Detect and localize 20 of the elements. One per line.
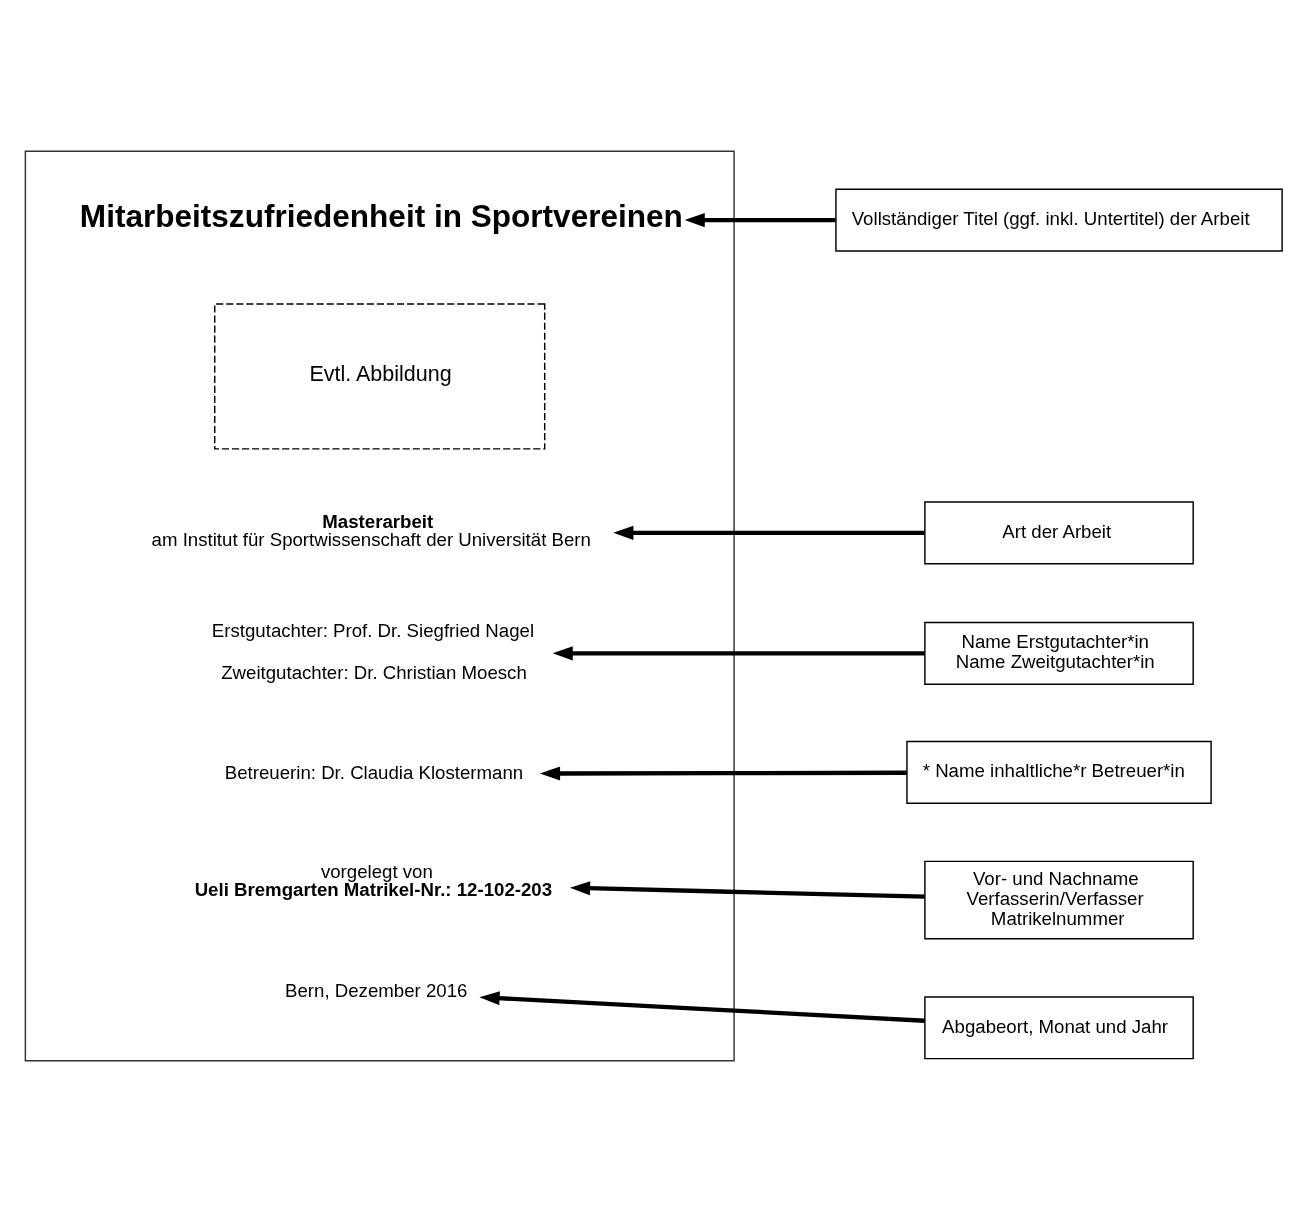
node-text: Betreuerin: Dr. Claudia Klostermann (224, 761, 524, 783)
node-box: Art der Arbeit (924, 500, 1194, 564)
node-box: Name Erstgutachter*in Name Zweitgutachter*in (924, 621, 1194, 685)
arrow (539, 765, 907, 781)
node-text: Erstgutachter: Prof. Dr. Siegfried Nagel Zweitgutachter: Dr. Christian Moesch (211, 619, 535, 683)
node-box: Vollständiger Titel (ggf. inkl. Untertitel) der Arbeit (835, 188, 1283, 252)
arrow (552, 645, 925, 660)
node-text: Mitarbeitszufriedenheit in Sportvereinen (79, 197, 683, 234)
arrow (479, 990, 925, 1023)
node-text: vorgelegt von Ueli Bremgarten Matrikel-Nr.: 12-102-203 (194, 860, 553, 900)
node-box: Abgabeort, Monat und Jahr (924, 995, 1194, 1059)
arrow (613, 525, 925, 540)
node-box: Evtl. Abbildung (214, 302, 546, 450)
cluster (24, 150, 735, 1061)
node-box: * Name inhaltliche*r Betreuer*in (906, 740, 1212, 804)
arrow (684, 212, 836, 227)
arrow (569, 880, 925, 899)
node-text: Masterarbeit am Institut für Sportwissenschaft der Universität Bern (151, 510, 591, 550)
node-box: Vor- und Nachname Verfasserin/Verfasser Matrikelnummer (924, 860, 1194, 940)
node-text: Bern, Dezember 2016 (285, 979, 468, 1001)
